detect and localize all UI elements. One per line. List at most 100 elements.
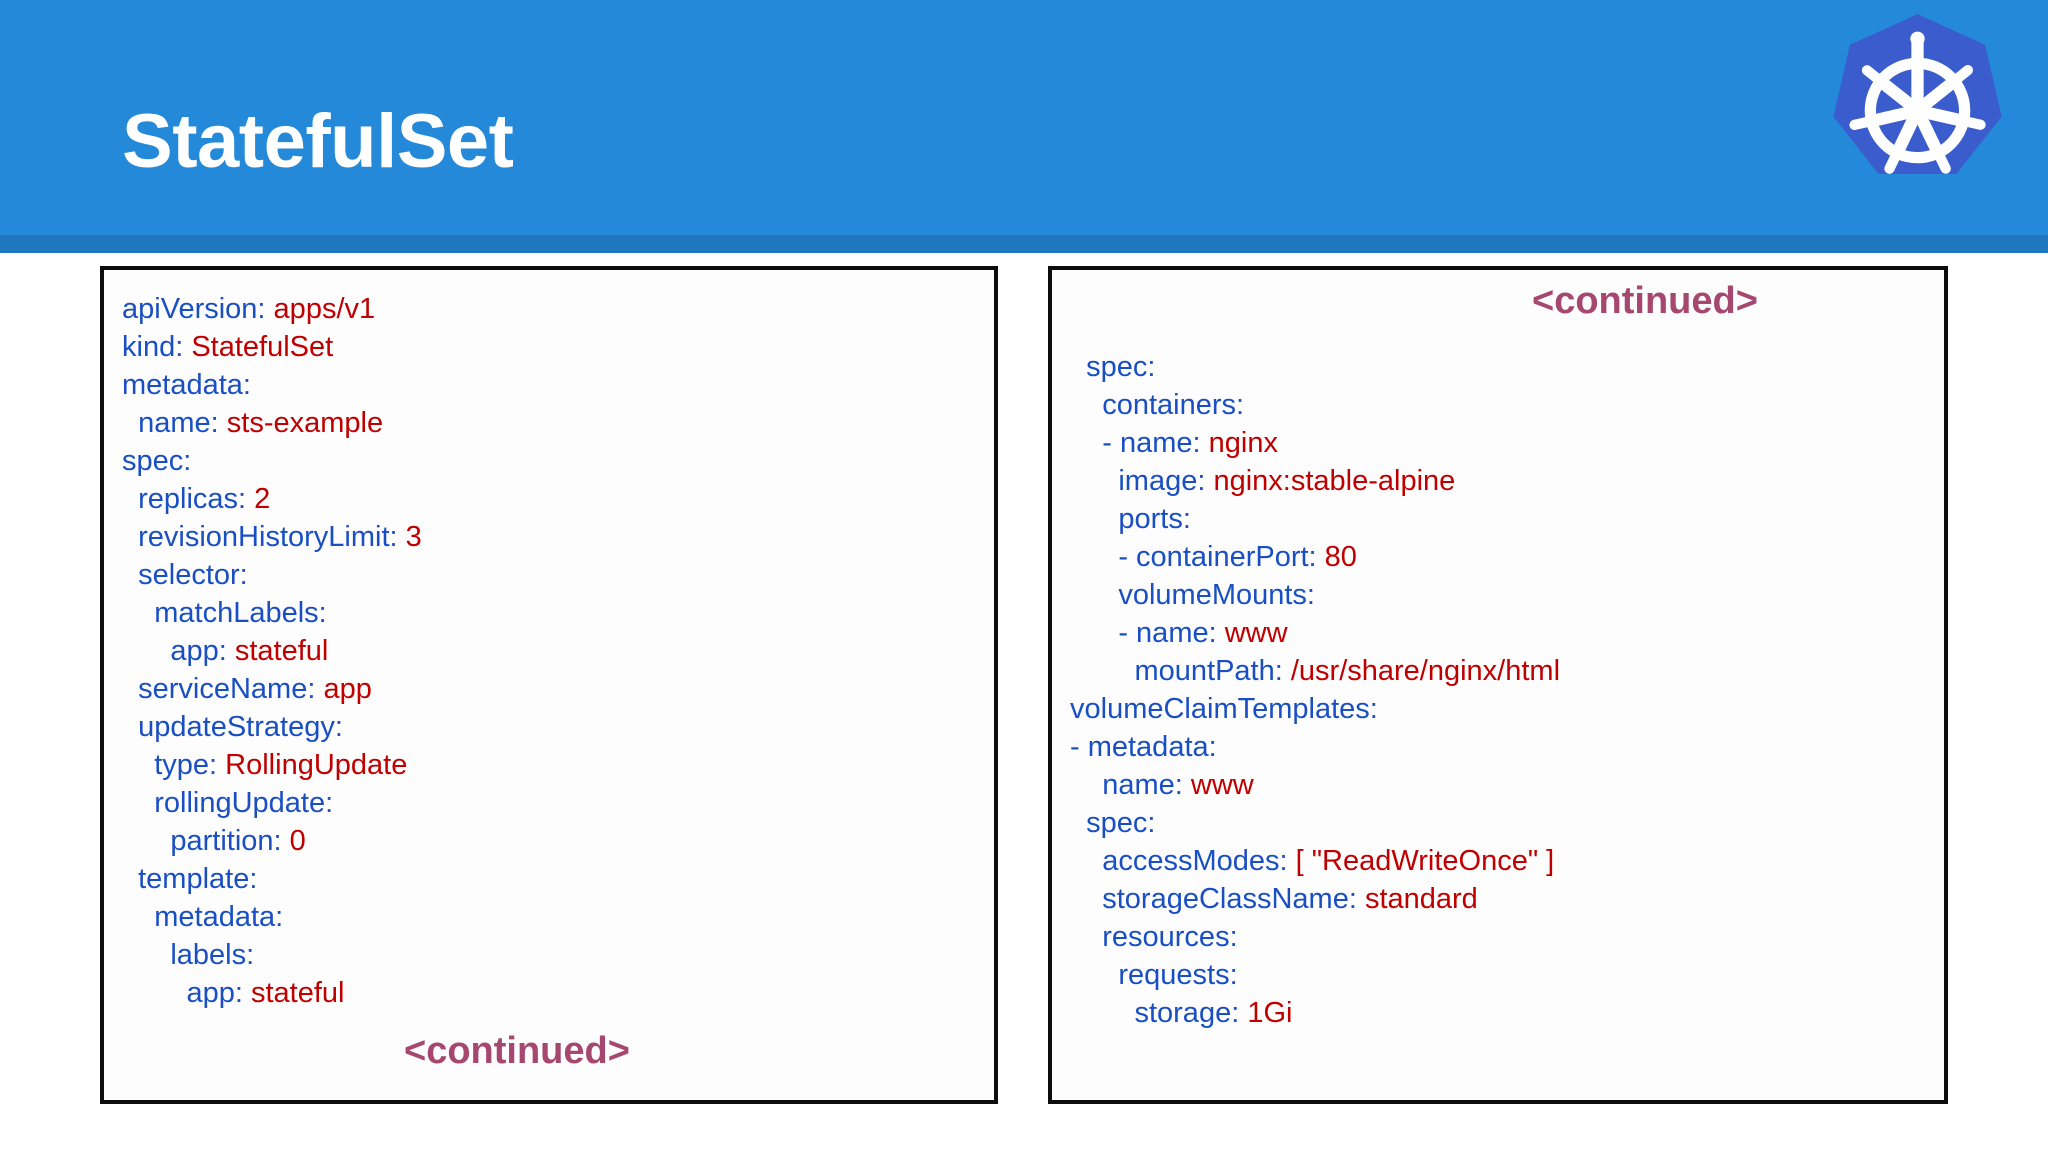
yaml-indent <box>122 711 138 743</box>
yaml-value: www <box>1216 617 1288 649</box>
yaml-key: resources: <box>1102 921 1238 953</box>
yaml-key: apiVersion: <box>122 293 266 325</box>
yaml-key: image: <box>1118 465 1206 497</box>
header-bar <box>0 0 2048 235</box>
yaml-key: labels: <box>170 939 255 971</box>
yaml-line: serviceName: app <box>122 670 994 708</box>
yaml-key: - containerPort: <box>1118 541 1317 573</box>
yaml-key: storageClassName: <box>1102 883 1357 915</box>
yaml-key: volumeMounts: <box>1118 579 1315 611</box>
yaml-indent <box>1070 389 1102 421</box>
yaml-key: partition: <box>170 825 282 857</box>
yaml-line: volumeMounts: <box>1070 576 1944 614</box>
yaml-code-box-right: <continued> spec: containers: - name: ng… <box>1048 266 1948 1104</box>
yaml-value: 3 <box>397 521 422 553</box>
kubernetes-helm-wheel-icon <box>1815 8 2020 213</box>
continued-label-left: <continued> <box>404 1030 630 1072</box>
continued-label-right: <continued> <box>1532 280 1758 322</box>
yaml-value: stateful <box>242 977 345 1009</box>
yaml-key: ports: <box>1118 503 1191 535</box>
yaml-indent <box>1070 617 1118 649</box>
yaml-value: sts-example <box>218 407 384 439</box>
yaml-line: app: stateful <box>122 974 994 1012</box>
yaml-line: labels: <box>122 936 994 974</box>
yaml-line: app: stateful <box>122 632 994 670</box>
yaml-line: type: RollingUpdate <box>122 746 994 784</box>
yaml-value: 0 <box>281 825 306 857</box>
yaml-line: selector: <box>122 556 994 594</box>
yaml-value: nginx <box>1200 427 1278 459</box>
yaml-key: metadata: <box>154 901 284 933</box>
yaml-indent <box>1070 503 1118 535</box>
yaml-key: storage: <box>1134 997 1240 1029</box>
yaml-indent <box>122 521 138 553</box>
yaml-value: apps/v1 <box>265 293 376 325</box>
yaml-line: name: sts-example <box>122 404 994 442</box>
yaml-indent <box>1070 845 1102 877</box>
yaml-indent <box>1070 997 1134 1029</box>
yaml-indent <box>1070 883 1102 915</box>
yaml-key: requests: <box>1118 959 1238 991</box>
yaml-value: app <box>315 673 372 705</box>
yaml-indent <box>122 787 154 819</box>
yaml-key: serviceName: <box>138 673 316 705</box>
yaml-line: storageClassName: standard <box>1070 880 1944 918</box>
yaml-value: [ "ReadWriteOnce" ] <box>1287 845 1555 877</box>
yaml-key: volumeClaimTemplates: <box>1070 693 1378 725</box>
yaml-line: accessModes: [ "ReadWriteOnce" ] <box>1070 842 1944 880</box>
yaml-value: 80 <box>1316 541 1357 573</box>
yaml-indent <box>122 559 138 591</box>
yaml-value: stateful <box>226 635 329 667</box>
yaml-key: replicas: <box>138 483 247 515</box>
yaml-line: apiVersion: apps/v1 <box>122 290 994 328</box>
yaml-key: - name: <box>1102 427 1201 459</box>
yaml-indent <box>122 749 154 781</box>
yaml-value: StatefulSet <box>183 331 334 363</box>
yaml-key: - metadata: <box>1070 731 1217 763</box>
yaml-line: requests: <box>1070 956 1944 994</box>
yaml-indent <box>122 483 138 515</box>
yaml-indent <box>1070 579 1118 611</box>
yaml-indent <box>1070 465 1118 497</box>
yaml-line: - containerPort: 80 <box>1070 538 1944 576</box>
yaml-line: metadata: <box>122 898 994 936</box>
yaml-key: app: <box>186 977 243 1009</box>
header-underbar <box>0 235 2048 253</box>
yaml-key: updateStrategy: <box>138 711 343 743</box>
yaml-key: spec: <box>122 445 192 477</box>
yaml-line: - name: www <box>1070 614 1944 652</box>
yaml-line: storage: 1Gi <box>1070 994 1944 1032</box>
yaml-key: containers: <box>1102 389 1245 421</box>
yaml-key: name: <box>138 407 219 439</box>
yaml-key: type: <box>154 749 218 781</box>
yaml-indent <box>122 863 138 895</box>
yaml-indent <box>122 825 170 857</box>
yaml-key: - name: <box>1118 617 1217 649</box>
yaml-line: revisionHistoryLimit: 3 <box>122 518 994 556</box>
yaml-indent <box>1070 655 1134 687</box>
yaml-key: rollingUpdate: <box>154 787 334 819</box>
yaml-indent <box>1070 807 1086 839</box>
page-title: StatefulSet <box>122 99 514 184</box>
yaml-key: spec: <box>1086 807 1156 839</box>
yaml-line: updateStrategy: <box>122 708 994 746</box>
yaml-indent <box>122 597 154 629</box>
yaml-value: RollingUpdate <box>217 749 408 781</box>
yaml-value: www <box>1182 769 1254 801</box>
yaml-key: metadata: <box>122 369 251 401</box>
yaml-line: resources: <box>1070 918 1944 956</box>
yaml-line: spec: <box>1070 804 1944 842</box>
yaml-line: partition: 0 <box>122 822 994 860</box>
yaml-lines-right: spec: containers: - name: nginx image: n… <box>1052 270 1944 1032</box>
yaml-indent <box>122 407 138 439</box>
yaml-key: template: <box>138 863 258 895</box>
yaml-key: selector: <box>138 559 248 591</box>
yaml-line: image: nginx:stable-alpine <box>1070 462 1944 500</box>
yaml-line: metadata: <box>122 366 994 404</box>
yaml-key: kind: <box>122 331 184 363</box>
yaml-line: - name: nginx <box>1070 424 1944 462</box>
yaml-indent <box>1070 541 1118 573</box>
yaml-value: 2 <box>246 483 271 515</box>
yaml-line: - metadata: <box>1070 728 1944 766</box>
